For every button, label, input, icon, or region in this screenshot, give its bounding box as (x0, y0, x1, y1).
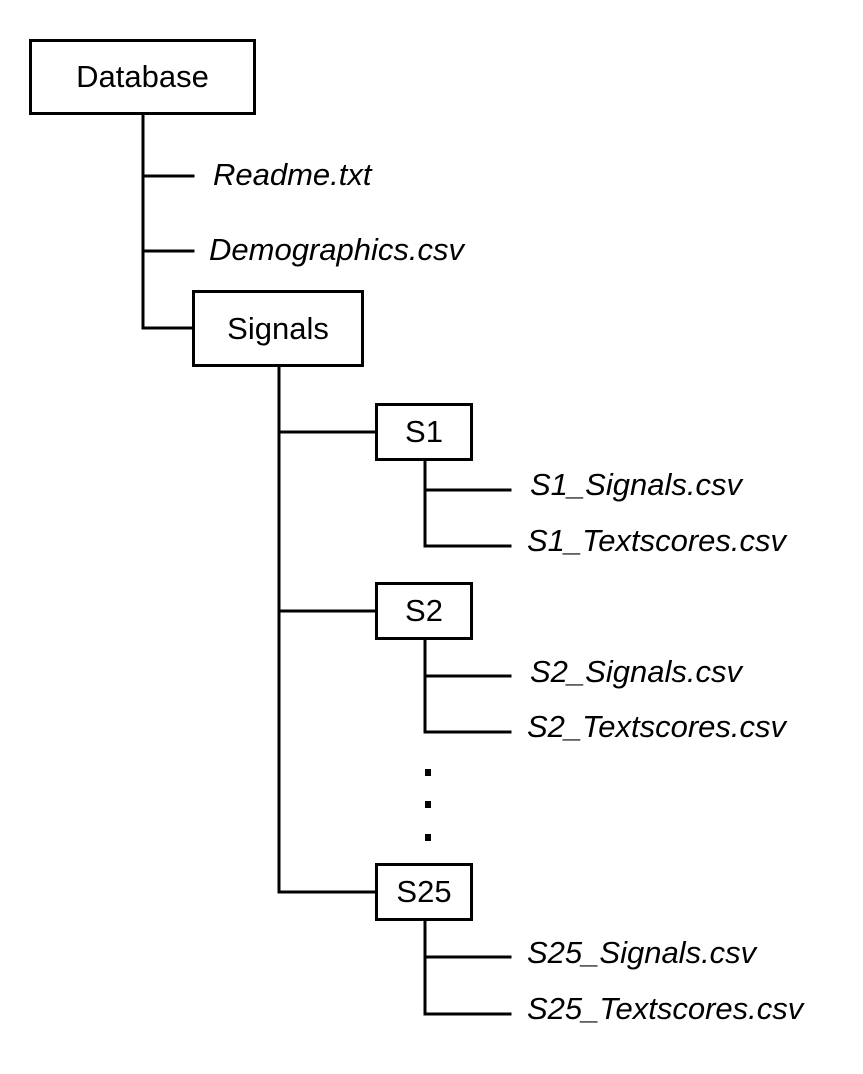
subject-s1-label: S1 (405, 414, 443, 449)
s1-textscores-file-label: S1_Textscores.csv (527, 523, 787, 558)
s2-textscores-file-label: S2_Textscores.csv (527, 709, 787, 744)
signals-folder-box: Signals (192, 290, 364, 367)
database-folder-box: Database (29, 39, 256, 115)
readme-file-label: Readme.txt (213, 157, 372, 192)
ellipsis-dot (425, 834, 431, 841)
subject-s25-label: S25 (396, 874, 452, 909)
ellipsis-dot (425, 801, 431, 808)
signals-folder-label: Signals (227, 310, 329, 346)
ellipsis-dot (425, 769, 431, 776)
s25-textscores-file-label: S25_Textscores.csv (527, 991, 804, 1026)
s2-signals-file-label: S2_Signals.csv (530, 654, 742, 689)
subject-s25-box: S25 (375, 863, 473, 921)
database-folder-label: Database (76, 59, 209, 94)
demographics-file-label: Demographics.csv (209, 232, 464, 267)
subject-s2-box: S2 (375, 582, 473, 640)
subject-s1-box: S1 (375, 403, 473, 461)
s25-signals-file-label: S25_Signals.csv (527, 935, 757, 970)
subject-s2-label: S2 (405, 593, 443, 628)
s1-signals-file-label: S1_Signals.csv (530, 467, 742, 502)
